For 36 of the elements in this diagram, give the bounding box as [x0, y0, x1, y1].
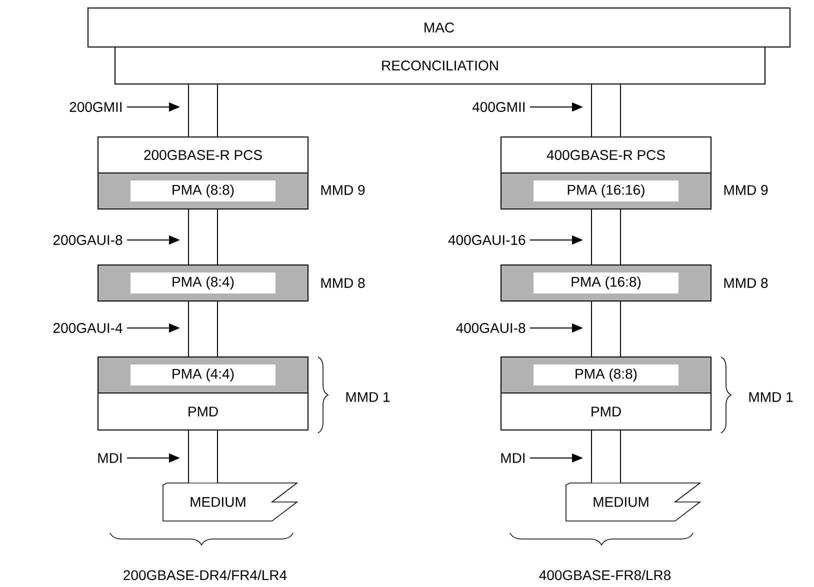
pma-band: PMA (16:16) [500, 172, 712, 210]
pma-band: PMA (8:8) [98, 172, 308, 210]
reconciliation-box: RECONCILIATION [114, 46, 766, 84]
bus-line [591, 302, 621, 356]
bus-line [591, 210, 621, 264]
phy-type-label: 400GBASE-FR8/LR8 [539, 570, 671, 580]
bus-line [188, 210, 218, 264]
interface-label: MDI [501, 453, 525, 463]
interface-label: 400GAUI-8 [456, 323, 526, 333]
bus-line [188, 302, 218, 356]
mac-box: MAC [88, 8, 790, 48]
pmd-box: PMD [98, 392, 308, 430]
bus-line [188, 430, 218, 483]
pcs-box: 400GBASE-R PCS [500, 136, 712, 174]
mmd-label: MMD 8 [724, 278, 768, 288]
mmd-label: MMD 1 [749, 392, 793, 402]
bus-line [188, 84, 218, 136]
interface-label: 200GAUI-4 [53, 323, 122, 333]
pmd-box: PMD [500, 392, 712, 430]
bus-line [591, 430, 621, 483]
pma-band: PMA (8:8) [500, 356, 712, 394]
pma-band: PMA (16:8) [500, 264, 712, 302]
interface-label: 400GAUI-16 [448, 235, 526, 245]
interface-label: 400GMII [472, 102, 525, 112]
interface-label: 200GMII [70, 102, 122, 112]
mmd-label: MMD 1 [346, 392, 390, 402]
pma-band: PMA (4:4) [98, 356, 308, 394]
pcs-box: 200GBASE-R PCS [98, 136, 308, 174]
interface-label: MDI [98, 453, 122, 463]
phy-type-label: 200GBASE-DR4/FR4/LR4 [124, 570, 287, 580]
pma-band: PMA (8:4) [98, 264, 308, 302]
bus-line [591, 84, 621, 136]
mmd-label: MMD 9 [724, 185, 768, 195]
mmd-label: MMD 9 [321, 185, 365, 195]
mmd-label: MMD 8 [321, 278, 365, 288]
interface-label: 200GAUI-8 [53, 235, 122, 245]
